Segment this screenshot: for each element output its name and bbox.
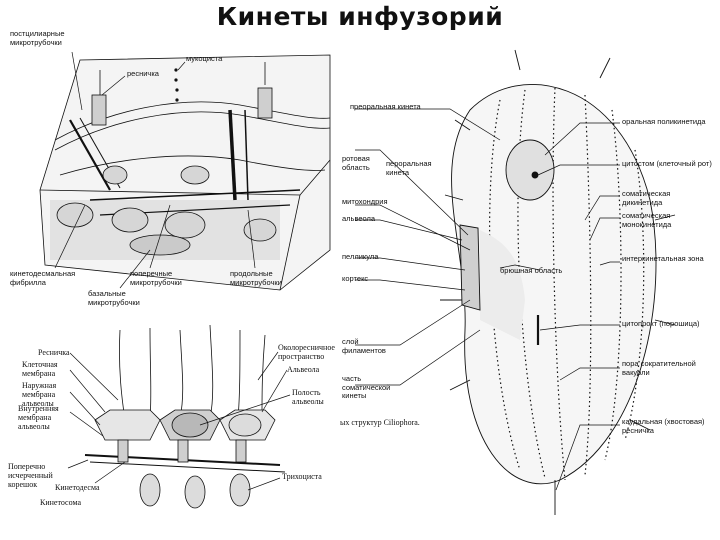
label-cilium-top: ресничка: [127, 69, 159, 78]
label-cytostome: цитостом (клеточный рот): [622, 159, 712, 168]
cortex-block-drawing: [39, 54, 331, 291]
label-trichocyst: Трихоциста: [282, 472, 322, 481]
label-mitochondria: митохондрия: [342, 197, 388, 206]
label-somatic-kinety-part: часть соматической кинеты: [342, 374, 391, 400]
label-alveolar-cavity: Полость альвеолы: [292, 388, 324, 406]
label-perioral-area: ротовая область: [342, 154, 370, 172]
label-cilium-bottom: Ресничка: [38, 348, 70, 357]
label-periciliary-space: Околоресничное пространство: [278, 343, 335, 361]
label-inner-alveolar-membrane: Внутренняя мембрана альвеолы: [18, 404, 59, 431]
label-kinetodesmal-fibril: кинетодесмальная фибрилла: [10, 269, 76, 287]
label-striated-rootlet: Поперечно исчерченный корешок: [8, 462, 53, 489]
cilia-cortex-drawing: [84, 324, 286, 509]
ciliate-cell-drawing: [440, 49, 676, 515]
label-kinetodesma: Кинетодесма: [55, 483, 100, 492]
label-mucocyst: мукоциста: [186, 54, 223, 63]
label-pellicle: пелликула: [342, 252, 379, 261]
figure-caption-fragment: ых структур Ciliophora.: [340, 418, 420, 427]
label-somatic-monokinetid: соматическая монокинетида: [622, 211, 672, 229]
label-cell-membrane: Клеточная мембрана: [22, 360, 58, 378]
label-postciliary-microtubules: постцилиарные микротрубочки: [10, 29, 65, 47]
label-ventral-area: брюшная область: [500, 266, 563, 275]
label-oral-polykinetid: оральная поликинетида: [622, 117, 706, 126]
label-longitudinal-microtubules: продольные микротрубочки: [230, 269, 282, 287]
label-outer-alveolar-membrane: Наружная мембрана альвеолы: [22, 381, 57, 408]
label-somatic-dikinetid: соматическая дикинетида: [622, 189, 671, 207]
label-contractile-vacuole-pore: пора сократительной вакуоли: [622, 359, 696, 377]
label-cytoproct: цитопрокт (порошица): [622, 319, 700, 328]
label-filament-layer: слой филаментов: [342, 337, 386, 355]
label-peroral-kinety: пероральная кинета: [386, 159, 432, 177]
label-cortex: кортекс: [342, 274, 369, 283]
slide-title: Кинеты инфузорий: [216, 2, 504, 31]
label-preoral-kinety: преоральная кинета: [350, 102, 421, 111]
label-caudal-cilium: каудальная (хвостовая) ресничка: [622, 417, 705, 435]
label-kinetosome: Кинетосома: [40, 498, 81, 507]
label-basal-microtubules: базальные микротрубочки: [88, 289, 140, 307]
label-alveole-right: альвеола: [342, 214, 376, 223]
label-interkinetal-zone: интеркинетальная зона: [622, 254, 704, 263]
label-alveole-bottom: Альвеола: [287, 365, 320, 374]
label-transverse-microtubules: поперечные микротрубочки: [130, 269, 182, 287]
leader-lines: [54, 51, 620, 491]
